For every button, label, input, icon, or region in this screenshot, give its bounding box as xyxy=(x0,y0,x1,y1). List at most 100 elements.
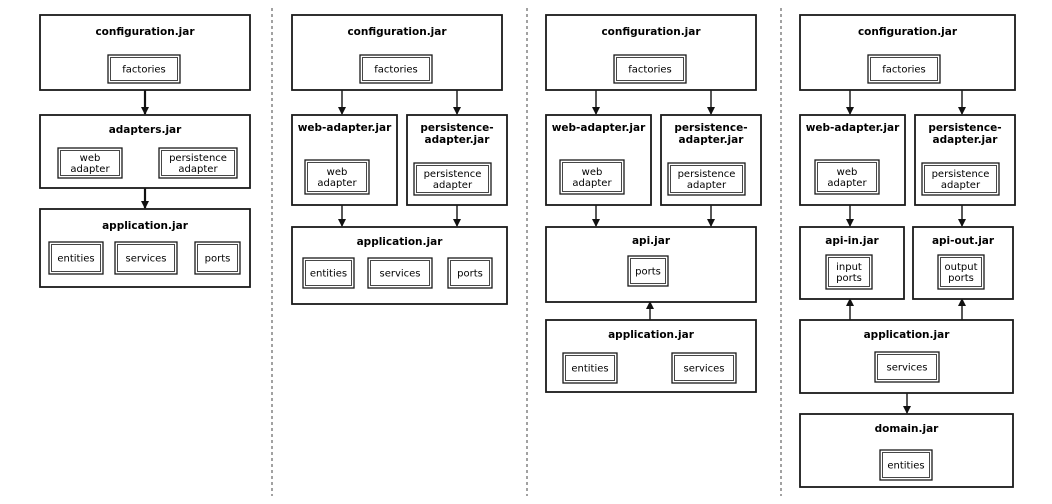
component-box xyxy=(867,54,941,84)
component-label: adapter xyxy=(572,178,612,189)
component-box xyxy=(194,241,241,275)
jar-title: persistence- xyxy=(420,122,493,134)
component-box-inner xyxy=(60,150,120,176)
component-label: factories xyxy=(374,65,417,76)
jar-title: web-adapter.jar xyxy=(552,122,646,134)
jar-title: domain.jar xyxy=(875,423,940,435)
component-label: services xyxy=(379,269,420,280)
component-label: entities xyxy=(571,364,608,375)
jar-title: configuration.jar xyxy=(858,26,958,38)
component-label: factories xyxy=(122,65,165,76)
component-box-inner xyxy=(307,162,367,192)
component-entities: entities xyxy=(48,241,104,275)
component-box-inner xyxy=(940,257,982,287)
component-box-inner xyxy=(117,244,175,272)
component-ports: ports xyxy=(194,241,241,275)
component-label: persistence xyxy=(424,169,482,180)
component-box xyxy=(367,257,433,289)
component-label: factories xyxy=(628,65,671,76)
component-label: adapter xyxy=(433,180,473,191)
component-box-inner xyxy=(197,244,238,272)
component-box-inner xyxy=(828,257,870,287)
jar-title: adapters.jar xyxy=(109,124,182,136)
component-box xyxy=(825,254,873,290)
component-box xyxy=(613,54,687,84)
component-box xyxy=(114,241,178,275)
component-box-inner xyxy=(305,260,352,286)
component-box xyxy=(413,162,492,196)
jar-title: api.jar xyxy=(632,235,671,247)
jar-persistence-adapter-jar: persistence-adapter.jar persistenceadapte… xyxy=(406,114,508,206)
component-label: adapter xyxy=(70,164,110,175)
component-box xyxy=(671,352,737,384)
jar-domain-jar: domain.jar entities xyxy=(799,413,1014,488)
component-box xyxy=(667,162,746,196)
component-label: output xyxy=(945,262,978,273)
component-label: ports xyxy=(948,273,974,284)
component-label: adapter xyxy=(317,178,357,189)
component-box-inner xyxy=(670,165,743,193)
component-box-inner xyxy=(161,150,235,176)
jar-title: application.jar xyxy=(864,329,951,341)
component-box-inner xyxy=(51,244,101,272)
component-label: ports xyxy=(457,269,483,280)
component-box xyxy=(937,254,985,290)
jar-title: application.jar xyxy=(102,220,189,232)
jar-application-jar: application.jar services xyxy=(799,319,1014,394)
component-box xyxy=(359,54,433,84)
component-box-inner xyxy=(877,354,937,380)
component-services: services xyxy=(114,241,178,275)
jar-title: web-adapter.jar xyxy=(806,122,900,134)
component-box-inner xyxy=(870,57,938,81)
component-services: services xyxy=(671,352,737,384)
component-box xyxy=(57,147,123,179)
component-box-inner xyxy=(924,165,997,193)
component-factories: factories xyxy=(107,54,181,84)
component-box-inner xyxy=(674,355,734,381)
component-label: web xyxy=(327,167,348,178)
component-factories: factories xyxy=(867,54,941,84)
component-box-inner xyxy=(450,260,490,286)
component-box xyxy=(302,257,355,289)
component-label: input xyxy=(836,262,862,273)
component-label: entities xyxy=(887,461,924,472)
component-box xyxy=(107,54,181,84)
component-factories: factories xyxy=(359,54,433,84)
component-box xyxy=(814,159,880,195)
jar-title: adapter.jar xyxy=(679,134,745,146)
jar-api-jar: api.jar ports xyxy=(545,226,757,303)
component-box xyxy=(48,241,104,275)
component-entities: entities xyxy=(562,352,618,384)
component-label: persistence xyxy=(169,153,227,164)
component-label: web xyxy=(837,167,858,178)
component-box xyxy=(158,147,238,179)
jar-title: adapter.jar xyxy=(425,134,491,146)
jar-box xyxy=(545,226,757,303)
component-label: services xyxy=(886,363,927,374)
component-ports: ports xyxy=(447,257,493,289)
component-label: web xyxy=(80,153,101,164)
component-label: services xyxy=(683,364,724,375)
component-box-inner xyxy=(565,355,615,381)
diagram-panel-4: configuration.jar factories web-adapter.ja… xyxy=(799,14,1016,488)
component-entities: entities xyxy=(302,257,355,289)
component-box xyxy=(874,351,940,383)
jar-title: adapter.jar xyxy=(933,134,999,146)
component-label: ports xyxy=(635,267,661,278)
jar-title: application.jar xyxy=(608,329,695,341)
